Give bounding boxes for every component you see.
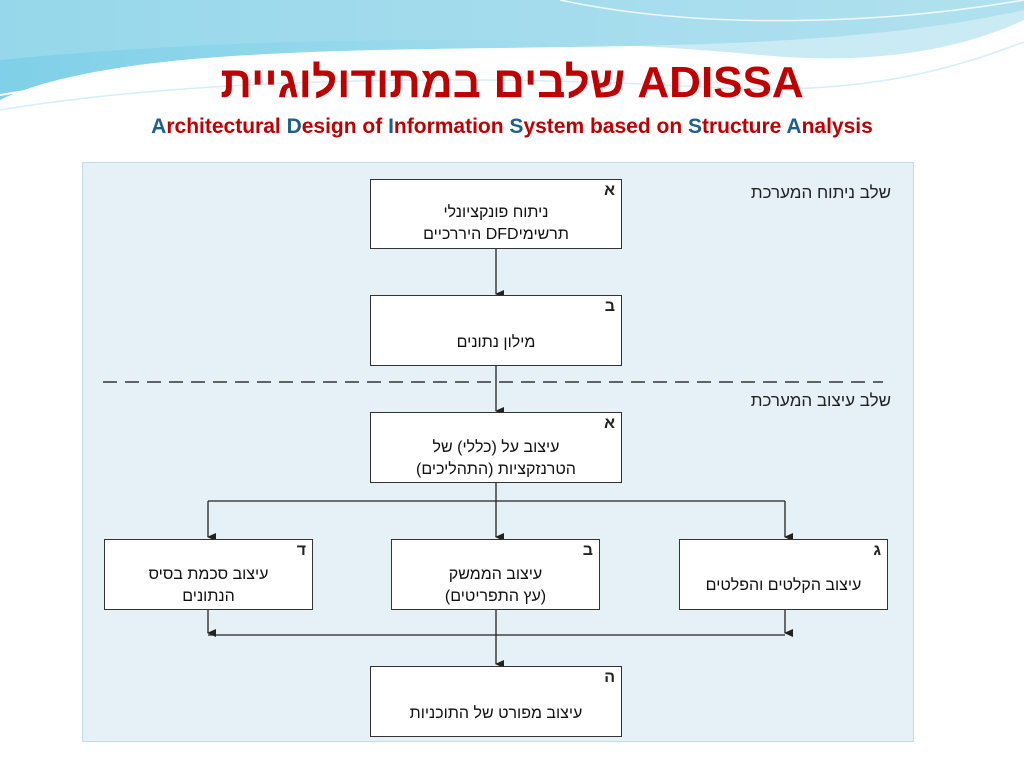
subtitle-initial: D: [286, 115, 302, 138]
slide-subtitle: Architectural Design of Information Syst…: [0, 114, 1024, 140]
box-line: עיצוב על (כללי) של: [432, 439, 560, 456]
box-letter: ג: [873, 542, 881, 559]
box-letter: ה: [604, 669, 615, 686]
subtitle-text: nalysis: [801, 115, 873, 138]
phase-label-analysis: שלב ניתוח המערכת: [750, 183, 891, 202]
subtitle-initial: S: [688, 115, 703, 138]
subtitle-text: tructure: [702, 115, 787, 138]
title-hebrew: שלבים במתודולוגיית: [220, 58, 626, 107]
box-data-dictionary: ב מילון נתונים: [370, 295, 622, 366]
title-latin: ADISSA: [637, 58, 804, 107]
box-letter: ב: [582, 542, 593, 559]
box-line: ניתוח פונקציונלי: [443, 204, 549, 221]
diagram-connectors: [103, 249, 883, 668]
box-database-schema: ד עיצוב סכמת בסיס הנתונים: [104, 539, 313, 610]
box-letter: א: [604, 415, 615, 432]
box-functional-analysis: א ניתוח פונקציונלי תרשימיDFD היררכיים: [370, 179, 622, 249]
box-line: עיצוב הממשק: [448, 566, 543, 583]
box-line: הטרנזקציות (התהליכים): [416, 461, 576, 478]
slide-title: שלבים במתודולוגיית ADISSA: [0, 58, 1024, 108]
header-swoosh-decoration: [0, 0, 1024, 111]
box-line: מילון נתונים: [456, 334, 536, 351]
subtitle-initial: A: [151, 115, 167, 138]
box-programs-design: ה עיצוב מפורט של התוכניות: [370, 666, 622, 737]
subtitle-initial: A: [786, 115, 802, 138]
box-line: תרשימיDFD היררכיים: [423, 226, 569, 243]
box-letter: א: [604, 182, 615, 199]
box-letter: ד: [296, 542, 306, 559]
box-line: הנתונים: [182, 588, 235, 605]
subtitle-text: rchitectural: [166, 115, 287, 138]
box-line: עיצוב סכמת בסיס: [148, 566, 269, 583]
subtitle-initial: I: [388, 115, 394, 138]
subtitle-text: esign of: [301, 115, 389, 138]
subtitle-text: ystem based on: [523, 115, 688, 138]
phase-label-design: שלב עיצוב המערכת: [750, 391, 891, 410]
box-transactions-design: א עיצוב על (כללי) של הטרנזקציות (התהליכי…: [370, 412, 622, 483]
subtitle-text: nformation: [393, 115, 510, 138]
box-line: עיצוב מפורט של התוכניות: [409, 705, 583, 722]
box-line: עיצוב הקלטים והפלטים: [705, 577, 862, 594]
box-letter: ב: [604, 298, 615, 315]
subtitle-initial: S: [509, 115, 524, 138]
box-line: (עץ התפריטים): [444, 588, 547, 605]
box-io-design: ג עיצוב הקלטים והפלטים: [679, 539, 888, 610]
box-interface-design: ב עיצוב הממשק (עץ התפריטים): [391, 539, 600, 610]
diagram-panel: שלב ניתוח המערכת שלב עיצוב המערכת א ניתו…: [82, 162, 914, 742]
